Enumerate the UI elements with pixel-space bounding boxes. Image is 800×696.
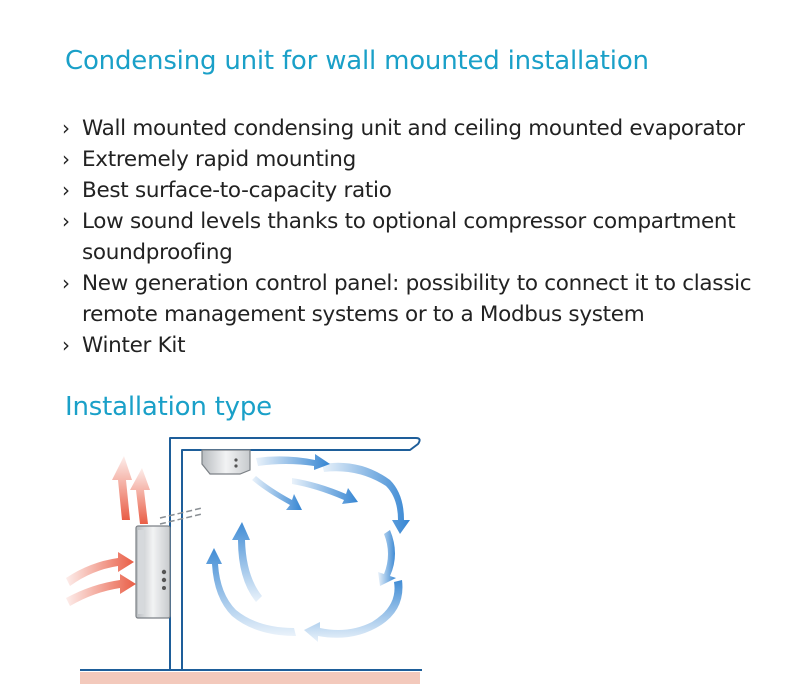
page-title: Condensing unit for wall mounted install… [65, 46, 649, 76]
bullet-marker: › [62, 271, 70, 295]
feature-text: Low sound levels thanks to optional comp… [82, 209, 736, 265]
list-item: › Winter Kit [62, 330, 782, 361]
installation-diagram [66, 437, 422, 684]
cold-air-arrow [304, 580, 403, 642]
hot-air-arrow [130, 468, 150, 524]
cold-air-arrow [252, 476, 302, 510]
cold-air-arrow [378, 530, 396, 586]
feature-text: Wall mounted condensing unit and ceiling… [82, 116, 745, 141]
pipe-line [159, 513, 203, 525]
unit-knob [161, 569, 167, 575]
evaporator-unit [201, 449, 251, 475]
list-item: › Low sound levels thanks to optional com… [62, 206, 782, 268]
bullet-marker: › [62, 333, 70, 357]
list-item: › Extremely rapid mounting [62, 144, 782, 175]
condensing-unit [135, 525, 171, 619]
list-item: › Wall mounted condensing unit and ceilin… [62, 113, 782, 144]
bullet-marker: › [62, 178, 70, 202]
building-wall [169, 437, 421, 671]
list-item: › Best surface-to-capacity ratio [62, 175, 782, 206]
hot-air-arrow [66, 574, 136, 606]
feature-text: Best surface-to-capacity ratio [82, 178, 392, 203]
feature-list: › Wall mounted condensing unit and ceilin… [62, 113, 782, 361]
section-title: Installation type [65, 392, 272, 422]
cold-air-arrow [256, 454, 330, 470]
cold-air-arrow [322, 462, 410, 534]
cold-air-arrow [292, 478, 358, 504]
feature-text: New generation control panel: possibilit… [82, 271, 752, 327]
bullet-marker: › [62, 116, 70, 140]
unit-knob [162, 586, 166, 590]
feature-text: Winter Kit [82, 333, 186, 358]
floor [80, 672, 420, 684]
pipe-line [159, 507, 203, 519]
bullet-marker: › [62, 147, 70, 171]
cold-air-arrow [232, 522, 262, 602]
list-item: › New generation control panel: possibili… [62, 268, 782, 330]
unit-knob [161, 577, 167, 583]
bullet-marker: › [62, 209, 70, 233]
hot-air-arrow [66, 552, 134, 586]
feature-text: Extremely rapid mounting [82, 147, 356, 172]
cold-air-arrow [206, 548, 296, 636]
hot-air-arrow [112, 456, 132, 520]
